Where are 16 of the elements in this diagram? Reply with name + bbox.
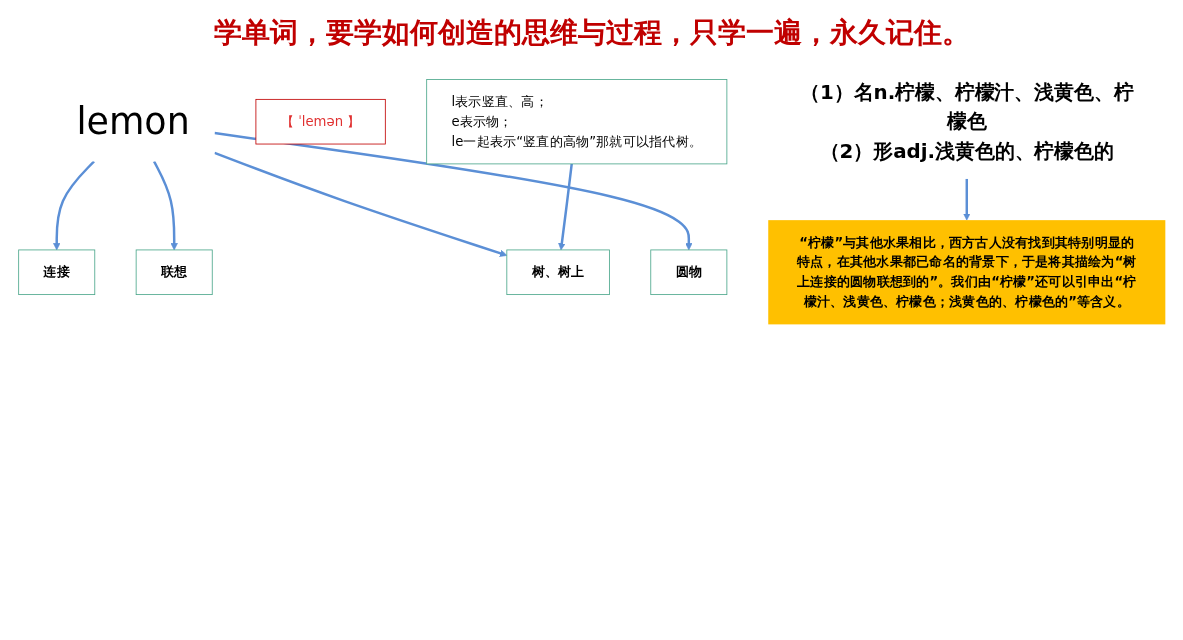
node-box: 【 ˈlemən 】	[255, 98, 386, 145]
arrow	[557, 163, 573, 251]
arrow	[213, 131, 692, 251]
node-box: 联想	[135, 249, 213, 295]
node-box: 圆物	[649, 249, 727, 295]
title: 学单词，要学如何创造的思维与过程，只学一遍，永久记住。	[212, 15, 971, 51]
arrow	[52, 160, 95, 251]
node-text: （1）名n.柠檬、柠檬汁、浅黄色、柠檬色 （2）形adj.浅黄色的、柠檬色的	[799, 80, 1133, 164]
arrow	[213, 151, 507, 257]
node-text: lemon	[75, 100, 190, 143]
node-box: 树、树上	[505, 249, 610, 295]
node-box: 连接	[17, 249, 95, 295]
node-box: “柠檬”与其他水果相比，西方古人没有找到其特别明显的特点，在其他水果都已命名的背景下，于是将其描绘为“树上连接的圆物联想到的”。我们由“柠檬”还可以引申出“柠檬汁、浅黄色、柠檬色；浅黄色的、柠檬色的”等含义。	[767, 220, 1165, 325]
arrow	[962, 178, 970, 221]
arrow	[152, 160, 178, 251]
node-box: l表示竖直、高； e表示物； le一起表示“竖直的高物”那就可以指代树。	[425, 79, 727, 165]
